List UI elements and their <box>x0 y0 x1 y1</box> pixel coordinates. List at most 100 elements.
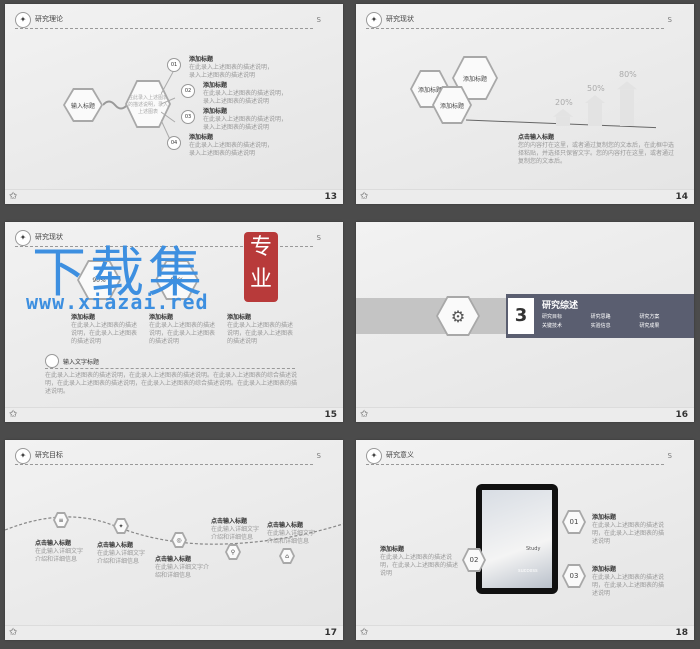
input-title-hex: 输入标题 <box>63 88 103 122</box>
item-title: 添加标题 <box>203 108 228 115</box>
badge-02: 02 <box>181 84 195 98</box>
section-number: 3 <box>508 298 534 334</box>
timeline-node: ✦ <box>113 518 129 534</box>
point-title: 点击输入标题 <box>155 556 192 563</box>
badge-label: 01 <box>564 512 584 532</box>
item-title: 添加标题 <box>189 134 214 141</box>
slide-14[interactable]: ✦ 研究现状 S 添加标题 添加标题 添加标题 20%50%80% 点击输入标题… <box>356 4 694 204</box>
percent-label: 80% <box>157 262 197 298</box>
bar-arrow <box>585 95 605 103</box>
bar-label: 80% <box>619 70 637 79</box>
slide-title: 研究现状 <box>35 233 63 241</box>
list-icon: ≡ <box>55 514 67 526</box>
col-text: 在此录入上述图表的描述说明，在此录入上述图表的描述说明 <box>227 322 294 345</box>
header-divider <box>15 28 313 29</box>
bar-label: 50% <box>587 84 605 93</box>
footer-band: ✩ 13 <box>5 189 343 204</box>
star-icon: ✩ <box>360 627 369 638</box>
bar <box>588 103 602 126</box>
section-bar-left <box>356 298 506 334</box>
bar-arrow <box>617 81 637 90</box>
badge-01: 01 <box>167 58 181 72</box>
page-number: 17 <box>324 628 337 638</box>
point-title: 点击输入标题 <box>267 522 304 529</box>
item-text: 在此录入上述图表的描述说明，录入上述图表的描述说明 <box>203 90 288 105</box>
slide-header: ✦ 研究现状 S <box>15 230 333 247</box>
subhead: 输入文字标题 <box>63 359 100 366</box>
badge-04: 04 <box>167 136 181 150</box>
page-number: 16 <box>675 410 688 420</box>
timeline-node: ≡ <box>53 512 69 528</box>
header-mark: S <box>667 452 672 460</box>
bar-chart: 20%50%80% <box>466 70 656 129</box>
paragraph: 在此录入上述图表的描述说明，在此录入上述图表的描述说明。在此录入上述图表的综合描… <box>45 372 298 395</box>
section-item: 研究思路 <box>590 314 611 320</box>
page-number: 13 <box>324 192 337 202</box>
timeline-node: ⚲ <box>225 544 241 560</box>
badge-hex-03: 03 <box>562 564 586 588</box>
star-icon: ✩ <box>9 627 18 638</box>
wave-connector <box>103 100 128 110</box>
header-divider <box>366 28 664 29</box>
pin-icon: ✦ <box>115 520 127 532</box>
point-text: 在此输入详细文字介绍和详细信息 <box>35 548 84 563</box>
slide-header: ✦ 研究现状 S <box>366 12 684 29</box>
footer-band: ✩ 16 <box>356 407 694 422</box>
point-title: 点击输入标题 <box>211 518 248 525</box>
header-divider <box>366 464 664 465</box>
header-mark: S <box>316 452 321 460</box>
timeline-node: ⌂ <box>279 548 295 564</box>
badge-hex-01: 01 <box>562 510 586 534</box>
section-item: 研究方案 <box>639 314 660 320</box>
block-text: 在此录入上述图表的描述说明，在此录入上述图表的描述说明 <box>592 522 665 545</box>
page-number: 15 <box>324 410 337 420</box>
badge-label: 03 <box>564 566 584 586</box>
point-text: 您的内容打在这里，或者通过复制您的文本后，在此框中选择粘贴，并选择只保留文字。您… <box>518 142 675 165</box>
target-icon: ✦ <box>366 448 382 464</box>
block-text: 在此录入上述图表的描述说明，在此录入上述图表的描述说明 <box>380 554 459 577</box>
slide-header: ✦ 研究目标 S <box>15 448 333 465</box>
block-title: 添加标题 <box>592 566 617 573</box>
section-item: 研究成果 <box>639 323 660 329</box>
slide-13[interactable]: ✦ 研究理论 S 输入标题 在此录入上述图表的描述说明，录入上述图表 01 02… <box>5 4 343 204</box>
slide-title: 研究理论 <box>35 15 63 23</box>
header-divider <box>15 246 313 247</box>
watermark-seal: 专业 <box>244 232 278 302</box>
section-item: 实验信息 <box>590 323 611 329</box>
point-title: 点击输入标题 <box>518 134 555 141</box>
point-title: 点击输入标题 <box>35 540 72 547</box>
slide-15[interactable]: ✦ 研究现状 S 90% 80% 添加标题 在此录入上述图表的描述说明，在此录入… <box>5 222 343 422</box>
item-text: 在此录入上述图表的描述说明，录入上述图表的描述说明 <box>189 64 274 79</box>
item-title: 添加标题 <box>189 56 214 63</box>
block-title: 添加标题 <box>592 514 617 521</box>
page-number: 14 <box>675 192 688 202</box>
page-number: 18 <box>675 628 688 638</box>
slide-18[interactable]: ✦ 研究意义 S Study success 01 02 03 添加标题 在此录… <box>356 440 694 640</box>
footer-band: ✩ 18 <box>356 625 694 640</box>
gear-icon: ⚙ <box>438 298 478 334</box>
badge-03: 03 <box>181 110 195 124</box>
timeline-curve <box>5 516 343 545</box>
section-item: 研究目标 <box>542 314 563 320</box>
slide-16[interactable]: ⚙ 3 研究综述 研究目标 研究思路 研究方案 关键技术 实验信息 研究成果 ✩… <box>356 222 694 422</box>
home-icon: ⌂ <box>281 550 293 562</box>
slide-17[interactable]: ✦ 研究目标 S ≡ ✦ ◎ ⚲ ⌂ 点击输入标题 在此输入详细文字介绍和详细信… <box>5 440 343 640</box>
point-title: 点击输入标题 <box>97 542 134 549</box>
tablet-screen: Study success <box>482 490 552 588</box>
block-title: 添加标题 <box>380 546 405 553</box>
timeline-node: ◎ <box>171 532 187 548</box>
tablet-device: Study success <box>476 484 558 594</box>
screen-word: Study <box>526 546 541 552</box>
header-mark: S <box>316 234 321 242</box>
badge-hex-02: 02 <box>462 548 486 572</box>
slide-title: 研究目标 <box>35 451 63 459</box>
footer-band: ✩ 15 <box>5 407 343 422</box>
col-text: 在此录入上述图表的描述说明，在此录入上述图表的描述说明 <box>71 322 138 345</box>
item-title: 添加标题 <box>203 82 228 89</box>
point-text: 在此输入详细文字介绍和详细信息 <box>155 564 210 579</box>
bullet-icon <box>45 354 59 368</box>
target-icon: ✦ <box>15 230 31 246</box>
section-item: 关键技术 <box>542 323 563 329</box>
point-text: 在此输入详细文字介绍和详细信息 <box>267 530 316 545</box>
section-bar-right <box>506 294 694 338</box>
